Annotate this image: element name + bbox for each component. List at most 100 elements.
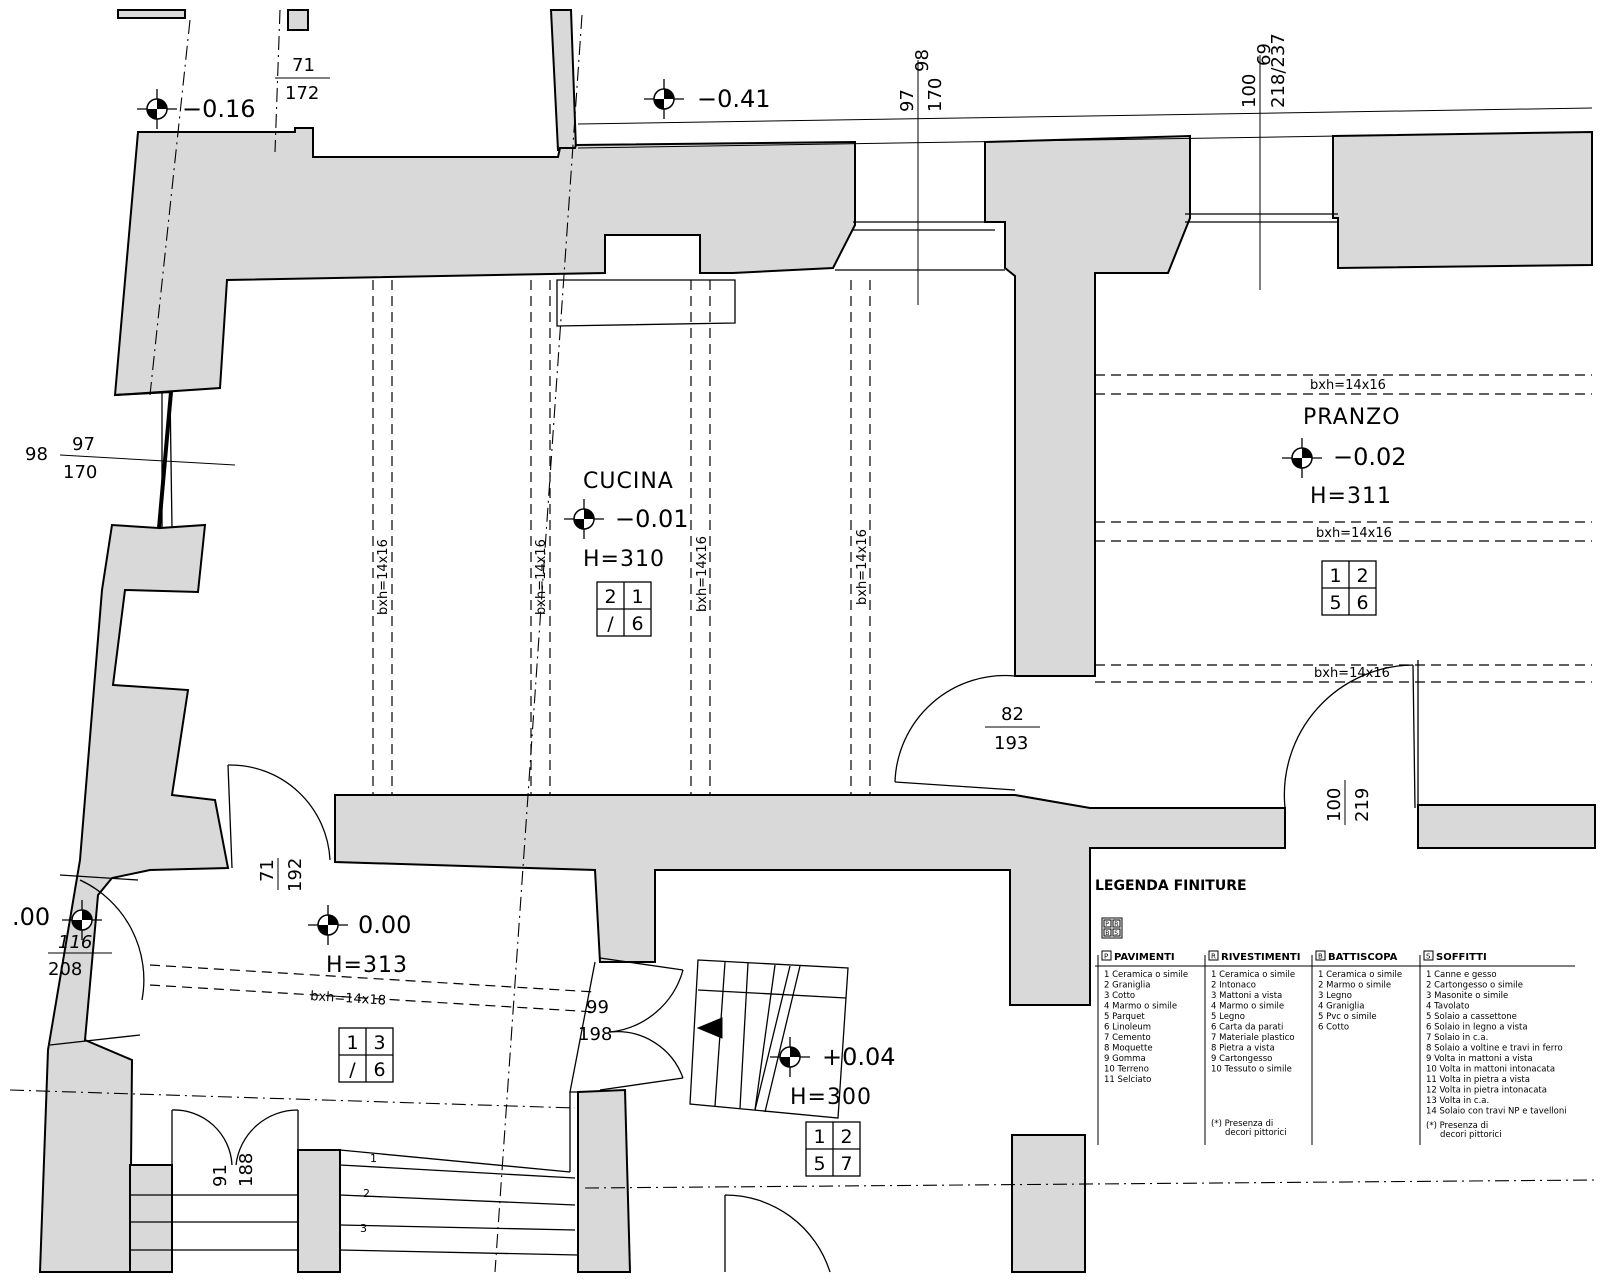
dimension-label: 219 [1352, 788, 1373, 822]
dimension-label: 97 [72, 434, 95, 455]
level-left-edge: .00 [12, 903, 50, 931]
wall-east-lower [1417, 804, 1596, 849]
legend-column-letter: S [1426, 953, 1431, 961]
wall-north-left [113, 127, 856, 397]
legend-item: 1 Canne e gesso [1426, 970, 1497, 980]
level-marker-symbol [1282, 438, 1322, 478]
level-top-center: −0.41 [697, 85, 771, 113]
finish-value: 1 [1329, 565, 1341, 587]
dimension-label: 100 [1324, 788, 1345, 822]
legend-key-letter: P [1105, 921, 1109, 928]
finish-value: / [349, 1059, 356, 1081]
wall-stair-right [297, 1149, 341, 1273]
legend-item: 6 Linoleum [1104, 1023, 1151, 1033]
finish-value: 2 [840, 1126, 852, 1148]
legend-item: 3 Mattoni a vista [1211, 991, 1282, 1001]
dimension-label: 192 [285, 858, 306, 892]
legend-note: (*) Presenza di [1426, 1121, 1488, 1131]
finish-value: 2 [604, 586, 616, 608]
legend-item: 5 Solaio a cassettone [1426, 1012, 1517, 1022]
legend-item: 10 Terreno [1104, 1065, 1149, 1075]
legend-item: 7 Cemento [1104, 1033, 1151, 1043]
level-marker-symbol [564, 499, 604, 539]
legend-item: 7 Materiale plastico [1211, 1033, 1295, 1043]
legend-item: 12 Volta in pietra intonacata [1426, 1086, 1547, 1096]
beam-label: bxh=14x16 [534, 539, 549, 615]
finish-value: 1 [631, 586, 643, 608]
legend-column-letter: P [1104, 953, 1108, 961]
room-disimpegno: +0.04 H=300 1 2 5 7 [790, 1043, 896, 1177]
legend-item: 9 Volta in mattoni a vista [1426, 1054, 1533, 1064]
level-marker-symbol [62, 900, 102, 940]
wall-west [38, 390, 230, 1273]
dimension-label: 91 [210, 1164, 231, 1187]
beam-label: bxh=14x16 [1310, 378, 1386, 393]
wall-stair-left [129, 1164, 173, 1273]
stair-steps: 1 2 3 [360, 1152, 377, 1235]
legend-item: 7 Solaio in c.a. [1426, 1033, 1488, 1043]
room-cucina: CUCINA −0.01 H=310 2 1 / 6 [583, 469, 689, 637]
beam-labels: bxh=14x16 bxh=14x16 bxh=14x16 bxh=14x16 … [310, 378, 1392, 1009]
level-marker-symbol [644, 79, 684, 119]
legend-item: 11 Selciato [1104, 1075, 1151, 1085]
room-height: H=310 [583, 547, 665, 572]
legend: LEGENDA FINITURE P R B S P PAVIMENTI 1 C… [1095, 878, 1575, 1145]
dimension-label: 71 [257, 859, 278, 882]
legend-item: 5 Legno [1211, 1012, 1245, 1022]
step-number: 3 [360, 1222, 367, 1235]
legend-item: 4 Marmo o simile [1211, 1002, 1284, 1012]
dimension-label: 69 [1254, 43, 1275, 66]
room-height: H=300 [790, 1085, 872, 1110]
finish-value: 3 [373, 1032, 385, 1054]
dimension-label: 82 [1001, 704, 1024, 725]
finish-value: 5 [1329, 592, 1341, 614]
finish-value: 7 [840, 1153, 852, 1175]
legend-item: 9 Gomma [1104, 1054, 1146, 1064]
finish-box: 1 2 5 6 [1321, 560, 1377, 616]
finish-value: 5 [813, 1153, 825, 1175]
room-level: −0.01 [615, 505, 689, 533]
legend-key-letter: B [1105, 930, 1109, 937]
legend-note: (*) Presenza di [1211, 1119, 1273, 1129]
finish-box: 2 1 / 6 [596, 581, 652, 637]
finish-value: 1 [813, 1126, 825, 1148]
room-name: CUCINA [583, 469, 674, 494]
room-ingresso: 0.00 H=313 1 3 / 6 [326, 911, 411, 1083]
room-level: −0.02 [1333, 443, 1407, 471]
legend-item: 6 Solaio in legno a vista [1426, 1023, 1528, 1033]
walls [38, 9, 1596, 1273]
legend-item: 2 Graniglia [1104, 981, 1150, 991]
dimension-label: 193 [994, 733, 1028, 754]
wall-pillar-top [549, 9, 578, 151]
legend-column-rivestimenti: R RIVESTIMENTI 1 Ceramica o simile 2 Int… [1208, 950, 1300, 1138]
legend-column-letter: B [1318, 953, 1323, 961]
level-markers [62, 79, 1322, 1077]
legend-item: 10 Tessuto o simile [1211, 1065, 1292, 1075]
room-height: H=311 [1310, 484, 1392, 509]
legend-item: 1 Ceramica o simile [1318, 970, 1402, 980]
legend-item: 2 Intonaco [1211, 981, 1256, 991]
finish-box: 1 3 / 6 [338, 1027, 394, 1083]
legend-item: 11 Volta in pietra a vista [1426, 1075, 1530, 1085]
legend-item: 2 Cartongesso o simile [1426, 981, 1523, 991]
dimension-label: 116 [58, 932, 92, 953]
level-top-left: −0.16 [182, 95, 256, 123]
finish-value: 6 [1356, 592, 1368, 614]
legend-item: 2 Marmo o simile [1318, 981, 1391, 991]
legend-item: 10 Volta in mattoni intonacata [1426, 1065, 1555, 1075]
beam-label: bxh=14x16 [695, 536, 710, 612]
finish-value: / [607, 613, 614, 635]
legend-item: 8 Solaio a voltine e travi in ferro [1426, 1044, 1563, 1054]
dimension-label: 218/237 [1268, 33, 1289, 108]
legend-item: 3 Legno [1318, 991, 1352, 1001]
beam-label: bxh=14x16 [376, 539, 391, 615]
dimensions: 71 172 97 98 170 100 69 218/237 98 97 17… [25, 33, 1373, 1187]
wall-bottom-center [577, 1088, 632, 1273]
dimension-label: 71 [292, 55, 315, 76]
room-level: 0.00 [358, 911, 411, 939]
beam-label: bxh=14x16 [855, 529, 870, 605]
step-number: 1 [370, 1152, 377, 1165]
wall-north-right [1332, 130, 1593, 270]
legend-column-pavimenti: P PAVIMENTI 1 Ceramica o simile 2 Granig… [1101, 950, 1188, 1085]
dimension-label: 98 [25, 444, 48, 465]
